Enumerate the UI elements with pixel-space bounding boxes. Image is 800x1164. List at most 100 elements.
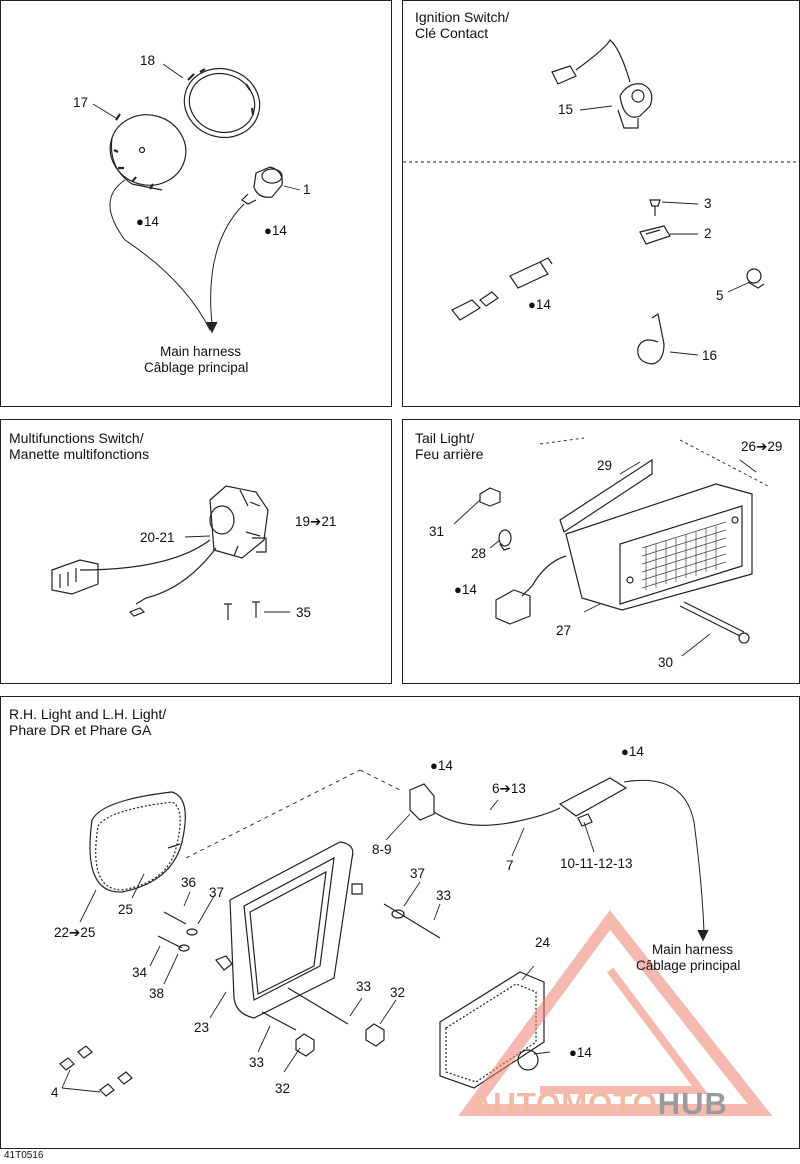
callout-37-right: 37 bbox=[410, 866, 426, 881]
connector-tail-light bbox=[495, 589, 531, 625]
panel-ignition bbox=[402, 0, 800, 407]
tail-light-lens-grid bbox=[641, 521, 727, 590]
panel-tail-light bbox=[402, 419, 800, 684]
callout-19-21: 19➔21 bbox=[295, 514, 337, 529]
bulb-28 bbox=[498, 529, 512, 551]
cable-tie-16 bbox=[637, 313, 665, 365]
drop-icon: ● bbox=[569, 1045, 577, 1060]
callout-34: 34 bbox=[132, 965, 148, 980]
rh-lh-title-line1: R.H. Light and L.H. Light/ bbox=[9, 706, 167, 722]
connector-14-ignition bbox=[451, 257, 553, 321]
headlamp-24 bbox=[439, 971, 545, 1089]
callout-24: 24 bbox=[535, 935, 551, 950]
figure-code: 41T0516 bbox=[4, 1150, 44, 1161]
callout-1: 1 bbox=[303, 182, 311, 197]
wire-multifunction-1 bbox=[79, 539, 211, 571]
watermark-text: AUTOMOTOHUB bbox=[470, 1086, 728, 1121]
tail-light-title-line2: Feu arrière bbox=[415, 446, 484, 462]
callout-7: 7 bbox=[506, 858, 514, 873]
callout-5: 5 bbox=[716, 288, 724, 303]
callout-22-25: 22➔25 bbox=[54, 925, 96, 940]
drop-icon: ● bbox=[621, 744, 629, 759]
callout-27: 27 bbox=[556, 623, 572, 638]
callout-8-9: 8-9 bbox=[372, 842, 392, 857]
drop-callout-14-b: ●14 bbox=[264, 223, 287, 238]
multifunction-title-line1: Multifunctions Switch/ bbox=[9, 430, 144, 446]
ignition-title-line2: Clé Contact bbox=[415, 25, 489, 41]
callout-20-21: 20-21 bbox=[140, 530, 175, 545]
callout-33-mid: 33 bbox=[356, 979, 372, 994]
connector-multifunction bbox=[51, 559, 99, 595]
clip-2 bbox=[639, 225, 671, 245]
callout-18: 18 bbox=[140, 53, 156, 68]
drop-icon: ● bbox=[430, 758, 438, 773]
panel-headlight bbox=[0, 0, 392, 407]
wire-multifunction-2 bbox=[135, 547, 217, 605]
callout-36: 36 bbox=[181, 875, 197, 890]
drop-callout-14-harness-left: ●14 bbox=[430, 758, 453, 773]
callout-3: 3 bbox=[704, 196, 712, 211]
drop-icon: ● bbox=[264, 223, 272, 238]
headlight-body-17 bbox=[109, 113, 187, 191]
headlight-ring-18 bbox=[183, 67, 261, 139]
headlamp-bracket-23 bbox=[229, 841, 354, 1019]
clips-4 bbox=[59, 1045, 133, 1097]
callout-29: 29 bbox=[597, 458, 613, 473]
callout-33-bottom: 33 bbox=[249, 1055, 265, 1070]
socket-1 bbox=[241, 166, 283, 205]
callout-37-left: 37 bbox=[209, 885, 225, 900]
main-harness-label-1: Main harness bbox=[160, 344, 242, 359]
callout-30: 30 bbox=[658, 655, 674, 670]
drop-callout-14-tail: ●14 bbox=[454, 582, 477, 597]
drop-icon: ● bbox=[454, 582, 462, 597]
headlamp-22 bbox=[89, 791, 186, 893]
callout-25: 25 bbox=[118, 902, 134, 917]
bolts-and-hardware bbox=[157, 883, 441, 1057]
drop-icon: ● bbox=[528, 297, 536, 312]
multifunction-title-line2: Manette multifonctions bbox=[9, 446, 150, 462]
multifunction-switch-body bbox=[209, 485, 269, 559]
panel-multifunction-switch bbox=[0, 419, 392, 684]
ignition-switch-15 bbox=[551, 39, 653, 129]
tail-light-gasket-29 bbox=[559, 458, 653, 533]
callout-28: 28 bbox=[471, 546, 487, 561]
rh-lh-title-line2: Phare DR et Phare GA bbox=[9, 722, 152, 738]
callout-10-13: 10-11-12-13 bbox=[560, 856, 633, 871]
callout-26-29: 26➔29 bbox=[741, 439, 783, 454]
drop-callout-14-a: ●14 bbox=[136, 214, 159, 229]
callout-31: 31 bbox=[429, 524, 445, 539]
callout-2: 2 bbox=[704, 226, 712, 241]
drop-callout-14-lamp: ●14 bbox=[569, 1045, 592, 1060]
callout-35: 35 bbox=[296, 605, 312, 620]
callout-32-right: 32 bbox=[390, 985, 406, 1000]
wire-socket bbox=[210, 203, 245, 325]
wire-harness-6-13 bbox=[409, 777, 628, 827]
callout-6-13: 6➔13 bbox=[492, 781, 526, 796]
callout-32-bottom: 32 bbox=[275, 1081, 291, 1096]
drop-callout-14-harness-right: ●14 bbox=[621, 744, 644, 759]
tail-light-title-line1: Tail Light/ bbox=[415, 430, 475, 446]
callout-23: 23 bbox=[194, 1020, 210, 1035]
main-harness-label-3: Main harness bbox=[652, 942, 734, 957]
callout-33-top: 33 bbox=[436, 888, 452, 903]
callout-17: 17 bbox=[73, 95, 89, 110]
callout-15: 15 bbox=[558, 102, 574, 117]
nut-31 bbox=[479, 487, 501, 507]
screw-30 bbox=[679, 601, 750, 644]
panel-rh-lh-light bbox=[0, 696, 800, 1149]
main-harness-label-2: Câblage principal bbox=[144, 360, 249, 375]
screws-35 bbox=[224, 601, 260, 620]
drop-callout-14-ignition: ●14 bbox=[528, 297, 551, 312]
drop-icon: ● bbox=[136, 214, 144, 229]
main-harness-label-4: Câblage principal bbox=[636, 958, 741, 973]
grommet-5 bbox=[746, 268, 765, 289]
screw-3 bbox=[649, 199, 661, 216]
callout-16: 16 bbox=[702, 348, 718, 363]
wire-to-main-harness bbox=[623, 779, 705, 933]
callout-38: 38 bbox=[149, 986, 165, 1001]
tail-light-housing-26 bbox=[565, 483, 753, 611]
watermark-logo bbox=[458, 910, 773, 1116]
callout-4: 4 bbox=[51, 1085, 59, 1100]
wire-headlight bbox=[109, 179, 211, 331]
